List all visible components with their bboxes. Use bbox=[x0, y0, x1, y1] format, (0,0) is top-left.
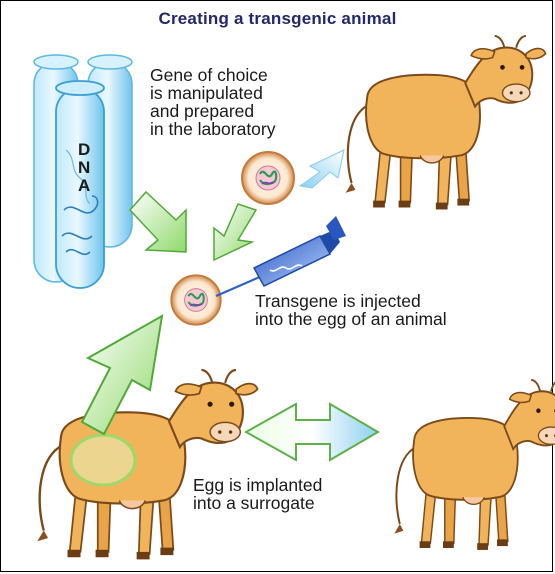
gene-of-choice-caption: Gene of choice is manipulated and prepar… bbox=[150, 66, 276, 138]
egg-implantation-caption: Egg is implanted into a surrogate bbox=[193, 476, 322, 512]
surrogate-womb-highlight bbox=[71, 435, 135, 485]
tube-label-letter-d: D bbox=[78, 140, 90, 160]
injected-egg-cell bbox=[171, 275, 220, 324]
diagram-title: Creating a transgenic animal bbox=[0, 9, 555, 29]
harvested-egg-cell bbox=[242, 152, 294, 204]
tube-label-letter-a: A bbox=[78, 176, 90, 196]
surrogate-to-offspring-arrow bbox=[246, 404, 378, 460]
transgene-injection-caption: Transgene is injected into the egg of an… bbox=[255, 292, 447, 328]
dna-to-egg-arrow bbox=[130, 192, 186, 252]
transgenic-offspring-cow-illustration bbox=[394, 380, 555, 550]
donor-cow-illustration bbox=[346, 36, 546, 209]
egg-collection-arrow bbox=[300, 150, 344, 188]
tube-label-letter-n: N bbox=[78, 158, 90, 178]
egg-to-injection-arrow bbox=[214, 204, 256, 260]
